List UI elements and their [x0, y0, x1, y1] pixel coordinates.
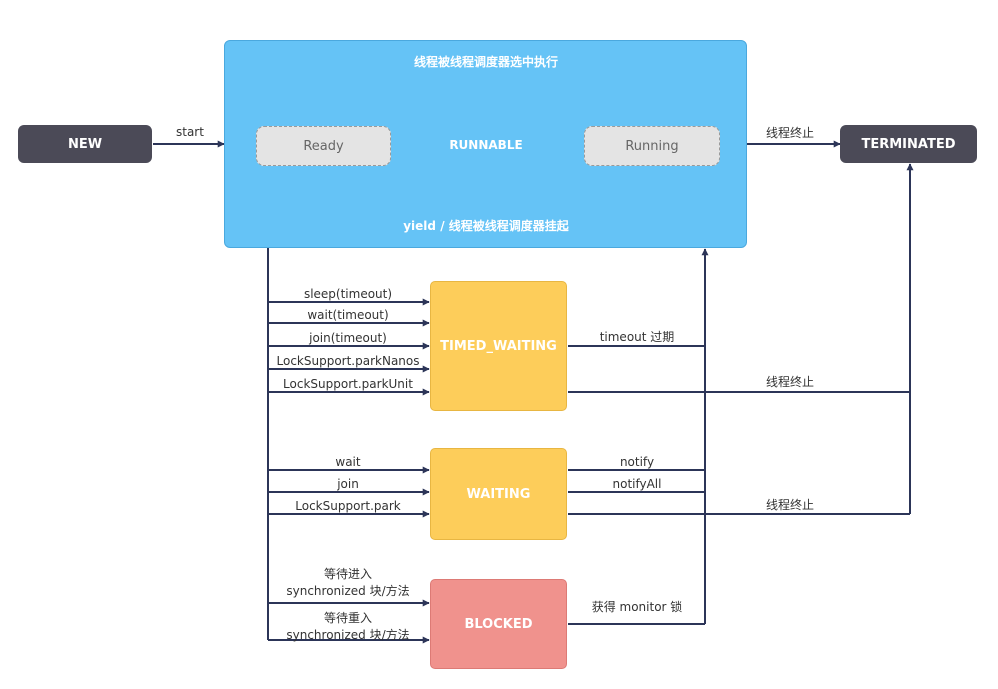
state-running: Running [584, 126, 720, 166]
runnable-top-label: 线程被线程调度器选中执行 [413, 55, 558, 69]
runnable-bottom-label: yield / 线程被线程调度器挂起 [403, 219, 569, 233]
state-runnable-label: RUNNABLE [449, 138, 523, 152]
call-enter-sync-line1: 等待进入 [323, 567, 372, 581]
state-new: NEW [18, 125, 152, 163]
call-reenter-sync-line1: 等待重入 [323, 611, 372, 625]
notifyall-label: notifyAll [612, 477, 662, 491]
call-enter-sync-line2: synchronized 块/方法 [286, 584, 410, 598]
state-blocked-label: BLOCKED [464, 616, 533, 632]
state-waiting-label: WAITING [466, 486, 531, 502]
notify-label: notify [619, 455, 655, 469]
state-running-label: Running [625, 138, 679, 154]
state-blocked: BLOCKED [430, 579, 567, 669]
state-timed-waiting-label: TIMED_WAITING [440, 338, 557, 354]
timeout-label: timeout 过期 [599, 330, 675, 344]
start-label: start [176, 125, 204, 139]
call-park: LockSupport.park [295, 499, 401, 513]
acquire-monitor-label: 获得 monitor 锁 [591, 600, 683, 614]
call-join-timeout: join(timeout) [309, 331, 387, 345]
call-wait-timeout: wait(timeout) [307, 308, 389, 322]
state-ready: Ready [256, 126, 391, 166]
call-reenter-sync-line2: synchronized 块/方法 [286, 628, 410, 642]
call-wait: wait [335, 455, 361, 469]
state-terminated: TERMINATED [840, 125, 977, 163]
terminate-timed-label: 线程终止 [766, 375, 815, 389]
call-join: join [337, 477, 359, 491]
call-parknanos: LockSupport.parkNanos [276, 354, 420, 368]
state-terminated-label: TERMINATED [861, 136, 956, 152]
state-waiting: WAITING [430, 448, 567, 540]
state-new-label: NEW [67, 136, 103, 152]
call-parkunit: LockSupport.parkUnit [283, 377, 413, 391]
state-timed-waiting: TIMED_WAITING [430, 281, 567, 411]
state-ready-label: Ready [303, 138, 344, 154]
terminate-waiting-label: 线程终止 [766, 498, 815, 512]
call-sleep-timeout: sleep(timeout) [303, 287, 393, 301]
terminate-runnable-label: 线程终止 [766, 126, 815, 140]
